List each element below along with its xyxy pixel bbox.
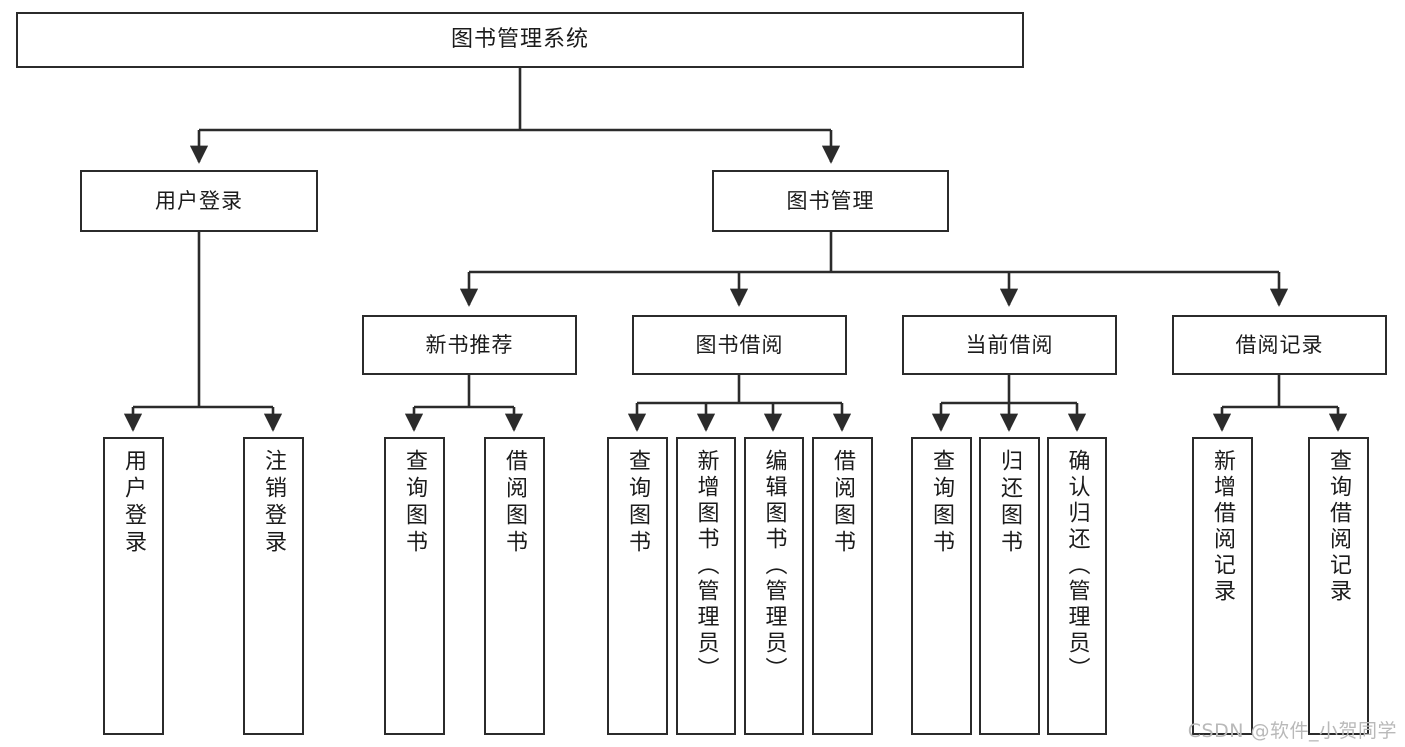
node-label: 图书管理: [786, 188, 875, 213]
leaf-newbook-borrow-book[interactable]: 借阅图书: [484, 437, 545, 735]
node-label: 查询借阅记录: [1326, 449, 1352, 605]
node-current-borrow[interactable]: 当前借阅: [902, 315, 1117, 375]
node-label: 图书借阅: [695, 332, 784, 357]
leaf-current-return-book[interactable]: 归还图书: [979, 437, 1040, 735]
node-new-book-recommend[interactable]: 新书推荐: [362, 315, 577, 375]
node-label: 查询图书: [929, 449, 955, 557]
node-label: 确认归还（管理员）: [1064, 449, 1090, 683]
node-label: 借阅记录: [1235, 332, 1324, 357]
leaf-record-add-borrow-record[interactable]: 新增借阅记录: [1192, 437, 1253, 735]
node-book-borrow[interactable]: 图书借阅: [632, 315, 847, 375]
node-label: 编辑图书（管理员）: [761, 449, 787, 683]
node-label: 借阅图书: [502, 449, 528, 557]
node-label: 新书推荐: [425, 332, 514, 357]
leaf-current-query-book[interactable]: 查询图书: [911, 437, 972, 735]
leaf-newbook-query-book[interactable]: 查询图书: [384, 437, 445, 735]
node-label: 查询图书: [402, 449, 428, 557]
node-user-login[interactable]: 用户登录: [80, 170, 318, 232]
leaf-borrow-query-book[interactable]: 查询图书: [607, 437, 668, 735]
leaf-current-confirm-return-admin[interactable]: 确认归还（管理员）: [1047, 437, 1107, 735]
node-label: 用户登录: [155, 188, 243, 213]
leaf-user-login[interactable]: 用户登录: [103, 437, 164, 735]
node-label: 用户登录: [121, 449, 147, 557]
leaf-user-logout[interactable]: 注销登录: [243, 437, 304, 735]
node-label: 归还图书: [997, 449, 1023, 557]
node-label: 新增借阅记录: [1210, 449, 1236, 605]
node-label: 当前借阅: [965, 332, 1054, 357]
node-label: 注销登录: [261, 449, 287, 557]
leaf-record-query-borrow-record[interactable]: 查询借阅记录: [1308, 437, 1369, 735]
node-borrow-record[interactable]: 借阅记录: [1172, 315, 1387, 375]
leaf-borrow-add-book-admin[interactable]: 新增图书（管理员）: [676, 437, 736, 735]
node-book-management[interactable]: 图书管理: [712, 170, 949, 232]
leaf-borrow-edit-book-admin[interactable]: 编辑图书（管理员）: [744, 437, 804, 735]
leaf-borrow-borrow-book[interactable]: 借阅图书: [812, 437, 873, 735]
node-root-system[interactable]: 图书管理系统: [16, 12, 1024, 68]
node-label: 图书管理系统: [450, 27, 589, 53]
node-label: 借阅图书: [830, 449, 856, 557]
node-label: 新增图书（管理员）: [693, 449, 719, 683]
node-label: 查询图书: [625, 449, 651, 557]
